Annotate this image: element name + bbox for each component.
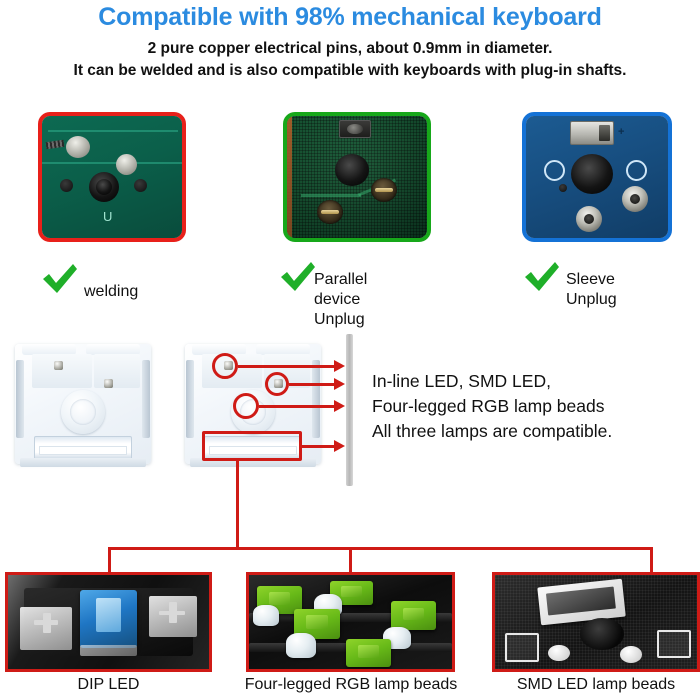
pcb-marking-u: U (103, 209, 113, 224)
check-label-sleeve-unplug: Sleeve Unplug (566, 271, 617, 308)
check-icon (522, 260, 562, 294)
connector-stem (236, 461, 239, 548)
dark-pcb-image (287, 116, 427, 238)
annotation-arrow-3 (259, 400, 345, 412)
check-icon (40, 262, 80, 296)
connector-drop-1 (108, 547, 111, 572)
bottom-panel-smd-led (492, 572, 700, 672)
vertical-divider-bar (346, 334, 353, 486)
compatibility-text: In-line LED, SMD LED, Four-legged RGB la… (372, 371, 613, 441)
green-pcb-image: U (42, 116, 182, 238)
check-label-welding: welding (84, 283, 139, 300)
smd-lamp-beads-image (495, 575, 697, 669)
subtitle-line-1: 2 pure copper electrical pins, about 0.9… (147, 40, 553, 57)
bottom-panel-four-legged-rgb (246, 572, 455, 672)
blue-pcb-image: + (526, 116, 668, 238)
connector-drop-2 (349, 547, 352, 572)
page-title: Compatible with 98% mechanical keyboard (98, 3, 602, 31)
connector-drop-3 (650, 547, 653, 572)
top-panel-parallel-device-photo (283, 112, 431, 242)
annotation-arrow-1 (238, 360, 345, 372)
subtitle-line-2: It can be welded and is also compatible … (73, 62, 627, 79)
switch-housing-plain (8, 332, 158, 477)
annotation-arrow-4 (302, 440, 345, 452)
top-panel-welding-photo: U (38, 112, 186, 242)
caption-smd-led: SMD LED lamp beads (516, 676, 676, 693)
rgb-lamp-beads-image (249, 575, 452, 669)
annotation-arrow-2 (289, 378, 345, 390)
bottom-panel-dip-led (5, 572, 212, 672)
check-icon (278, 260, 318, 294)
check-label-parallel-device-unplug: Parallel device Unplug (314, 271, 368, 328)
connector-crossbar (108, 547, 653, 550)
annotation-circle-smd-led (265, 372, 289, 396)
annotation-circle-inline-led (212, 353, 238, 379)
annotation-rect-lamp-slot (202, 431, 302, 461)
pcb-marking-plus: + (618, 126, 625, 138)
dip-led-image (8, 575, 209, 669)
caption-four-legged-rgb: Four-legged RGB lamp beads (244, 676, 458, 693)
top-panel-sleeve-photo: + (522, 112, 672, 242)
annotation-circle-rgb-bead (233, 393, 259, 419)
caption-dip-led: DIP LED (77, 676, 140, 693)
